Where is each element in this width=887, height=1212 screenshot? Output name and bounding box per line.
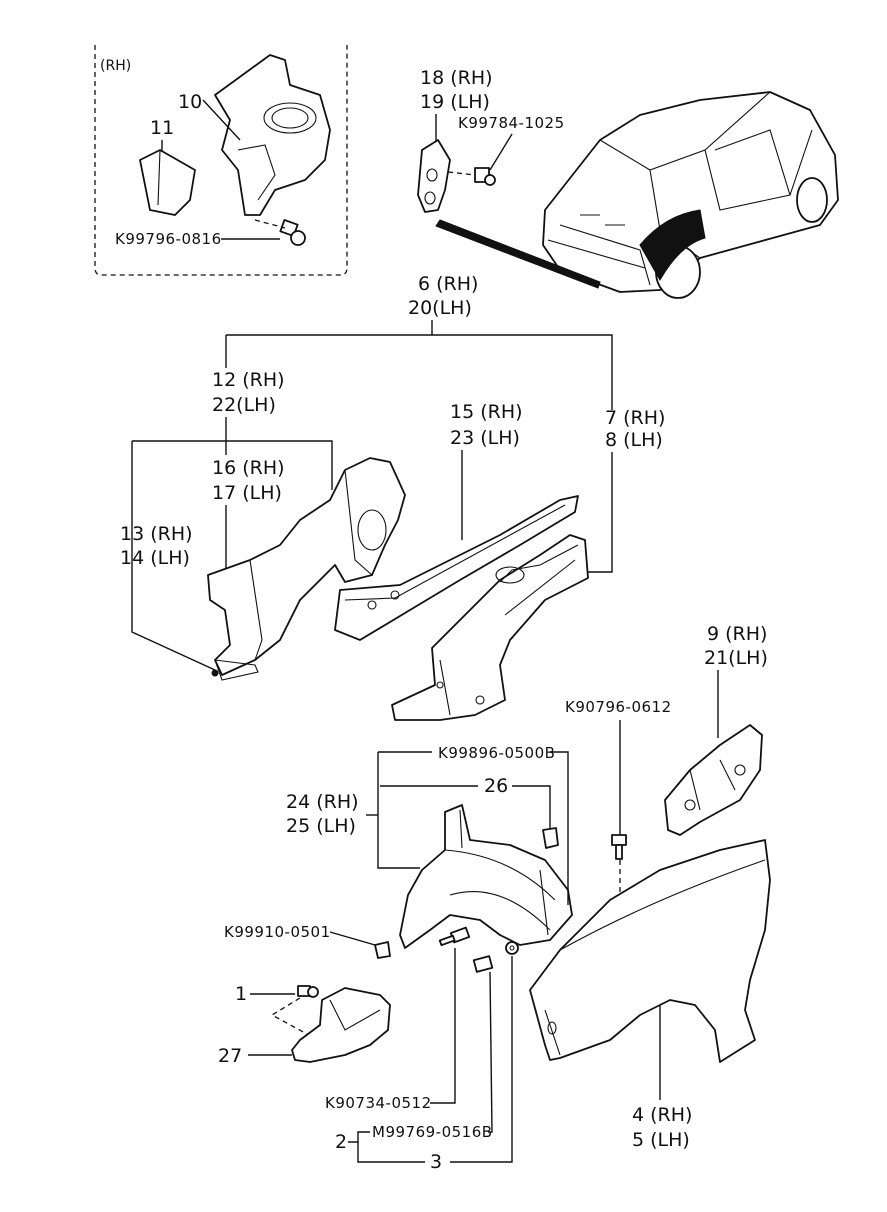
callout-9: 9 (RH) xyxy=(707,623,767,645)
part-number-k90734-0512: K90734-0512 xyxy=(325,1094,432,1112)
callout-12: 12 (RH) xyxy=(212,369,285,391)
callout-22: 22(LH) xyxy=(212,394,276,416)
callout-15: 15 (RH) xyxy=(450,401,523,423)
callout-6: 6 (RH) xyxy=(418,273,478,295)
inset-side-label: (RH) xyxy=(100,58,131,74)
callout-27: 27 xyxy=(218,1045,242,1067)
callout-21: 21(LH) xyxy=(704,647,768,669)
clip-icon xyxy=(297,985,319,998)
callout-18: 18 (RH) xyxy=(420,67,493,89)
bolt-icon xyxy=(474,167,496,186)
callout-1: 1 xyxy=(235,983,247,1005)
callout-17: 17 (LH) xyxy=(212,482,282,504)
callout-2: 2 xyxy=(335,1131,347,1153)
part-4-5-drawing xyxy=(529,839,771,1063)
callout-8: 8 (LH) xyxy=(605,429,663,451)
part-number-k99796-0816: K99796-0816 xyxy=(115,230,222,248)
callout-23: 23 (LH) xyxy=(450,427,520,449)
callout-24: 24 (RH) xyxy=(286,791,359,813)
callout-5: 5 (LH) xyxy=(632,1129,690,1151)
rh-detail-inset: (RH) 10 11 K99796-0816 xyxy=(94,45,348,276)
part-10-drawing xyxy=(214,54,331,216)
callout-3: 3 xyxy=(430,1151,442,1173)
screw-icon xyxy=(438,926,471,947)
callout-11: 11 xyxy=(150,117,174,139)
clip-icon xyxy=(542,827,559,849)
part-number-k99896-0500b: K99896-0500B xyxy=(438,744,555,762)
callout-16: 16 (RH) xyxy=(212,457,285,479)
part-18-19-group: 18 (RH) 19 (LH) K99784-1025 xyxy=(417,67,601,289)
part-7-8-drawing xyxy=(391,534,589,721)
part-number-m99769-0516b: M99769-0516B xyxy=(372,1123,493,1141)
callout-4: 4 (RH) xyxy=(632,1104,692,1126)
part-number-k90796-0612: K90796-0612 xyxy=(565,698,672,716)
frame-assembly: 6 (RH) 20(LH) 12 (RH) 22(LH) 16 (RH) 17 … xyxy=(120,273,665,721)
part-number-k99784-1025: K99784-1025 xyxy=(458,114,565,132)
callout-19: 19 (LH) xyxy=(420,91,490,113)
part-9-21-drawing xyxy=(664,724,763,836)
part-15-23-drawing xyxy=(334,495,579,641)
callout-20: 20(LH) xyxy=(408,297,472,319)
callout-10: 10 xyxy=(178,91,202,113)
callout-26: 26 xyxy=(484,775,508,797)
callout-13: 13 (RH) xyxy=(120,523,193,545)
callout-25: 25 (LH) xyxy=(286,815,356,837)
part-11-drawing xyxy=(139,149,196,216)
bolt-icon xyxy=(611,834,627,860)
callout-7: 7 (RH) xyxy=(605,407,665,429)
bolt-icon xyxy=(279,219,306,246)
fender-and-liner: 9 (RH) 21(LH) K90796-0612 4 (RH) 5 (LH) … xyxy=(218,623,771,1173)
washer-icon xyxy=(505,941,519,955)
part-27-drawing xyxy=(291,987,391,1063)
clip-icon xyxy=(374,941,391,959)
part-number-k99910-0501: K99910-0501 xyxy=(224,923,331,941)
vehicle-illustration xyxy=(542,91,839,299)
screw-icon xyxy=(472,955,494,973)
callout-14: 14 (LH) xyxy=(120,547,190,569)
